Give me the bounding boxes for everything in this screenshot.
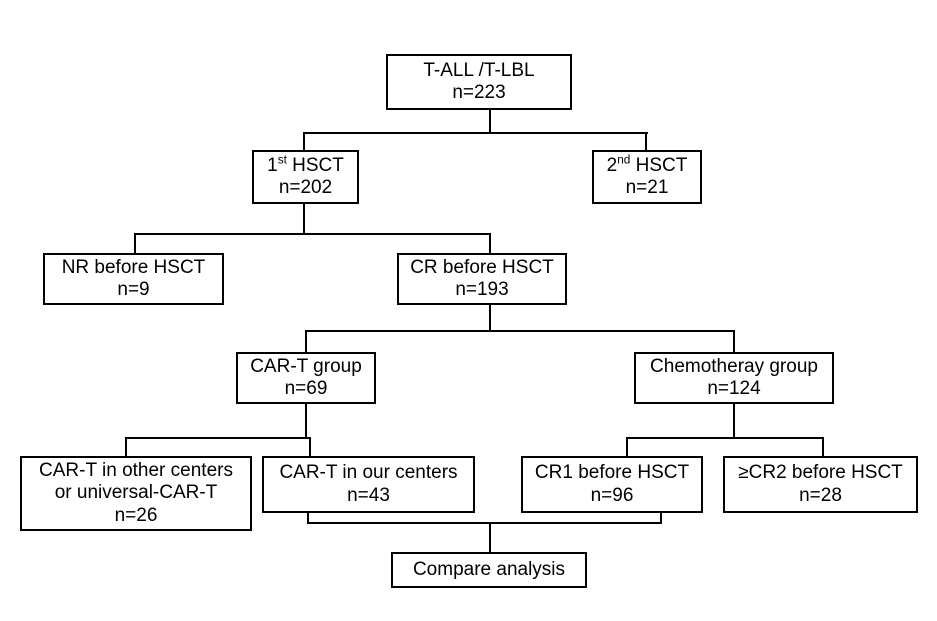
node-cart-other-line3: n=26 xyxy=(114,504,158,526)
node-cr2-before-line1: ≥CR2 before HSCT xyxy=(738,462,903,484)
node-cart-group-line1: CAR-T group xyxy=(250,355,362,377)
node-hsct1[interactable]: 1st HSCT n=202 xyxy=(252,150,359,204)
connector-to-hsct2 xyxy=(645,132,647,151)
connector-row2-bar xyxy=(303,132,648,134)
connector-to-compare xyxy=(489,522,491,553)
node-compare-analysis[interactable]: Compare analysis xyxy=(391,552,587,588)
node-root-line2: n=223 xyxy=(452,82,506,103)
connector-cr1-down xyxy=(660,512,662,524)
node-compare-line1: Compare analysis xyxy=(412,558,566,580)
node-cart-our-line2: n=43 xyxy=(347,484,390,506)
node-hsct1-line1: 1st HSCT xyxy=(267,153,344,176)
connector-to-hsct1 xyxy=(303,132,305,151)
connector-to-cr1-before xyxy=(626,437,628,457)
node-cart-our-centers[interactable]: CAR-T in our centers n=43 xyxy=(262,456,475,513)
node-nr-before-line2: n=9 xyxy=(117,279,150,300)
node-chemo-group-line1: Chemotheray group xyxy=(650,355,818,377)
connector-hsct1-stem xyxy=(303,203,305,234)
node-nr-before-hsct[interactable]: NR before HSCT n=9 xyxy=(43,253,224,305)
node-hsct2-line1: 2nd HSCT xyxy=(606,153,688,176)
node-root-line1: T-ALL /T-LBL xyxy=(423,59,535,81)
node-nr-before-line1: NR before HSCT xyxy=(61,256,206,278)
node-root[interactable]: T-ALL /T-LBL n=223 xyxy=(386,54,572,110)
connector-merge-bar xyxy=(307,522,662,524)
node-cr1-before-line1: CR1 before HSCT xyxy=(534,462,690,484)
node-hsct2[interactable]: 2nd HSCT n=21 xyxy=(592,150,702,204)
node-cr-before-line1: CR before HSCT xyxy=(410,256,554,278)
connector-to-nr-before xyxy=(134,233,136,254)
node-cr2-before-line2: n=28 xyxy=(799,484,842,506)
connector-chemo-group-stem xyxy=(733,403,735,438)
node-cr-before-line2: n=193 xyxy=(455,279,509,300)
connector-to-cr-before xyxy=(489,233,491,254)
connector-row3-bar xyxy=(134,233,490,235)
node-chemo-group[interactable]: Chemotheray group n=124 xyxy=(634,352,834,404)
node-cart-group-line2: n=69 xyxy=(284,378,328,399)
node-cart-other-centers[interactable]: CAR-T in other centers or universal-CAR-… xyxy=(20,456,252,531)
node-cart-other-line1: CAR-T in other centers xyxy=(39,459,233,481)
connector-cart-our-down xyxy=(307,512,309,524)
node-cr-before-hsct[interactable]: CR before HSCT n=193 xyxy=(397,253,567,305)
node-cr1-before-hsct[interactable]: CR1 before HSCT n=96 xyxy=(521,456,703,513)
connector-root-stem xyxy=(489,109,491,133)
node-cr1-before-line2: n=96 xyxy=(590,484,634,506)
node-hsct1-line2: n=202 xyxy=(278,177,333,198)
node-hsct2-line2: n=21 xyxy=(625,177,669,198)
connector-to-chemo-group xyxy=(733,330,735,353)
node-cart-our-line1: CAR-T in our centers xyxy=(279,462,458,484)
connector-row5-right-bar xyxy=(626,437,824,439)
connector-to-cart-other xyxy=(125,437,127,457)
connector-row5-left-bar xyxy=(125,437,311,439)
connector-to-cr2-before xyxy=(822,437,824,457)
connector-cart-group-stem xyxy=(305,403,307,438)
connector-to-cart-group xyxy=(305,330,307,353)
connector-row4-bar xyxy=(305,330,735,332)
node-cr2-before-hsct[interactable]: ≥CR2 before HSCT n=28 xyxy=(723,456,918,513)
node-cart-other-line2: or universal-CAR-T xyxy=(54,482,218,504)
connector-to-cart-our xyxy=(309,437,311,457)
node-cart-group[interactable]: CAR-T group n=69 xyxy=(236,352,376,404)
node-chemo-group-line2: n=124 xyxy=(707,378,761,399)
connector-cr-before-stem xyxy=(489,304,491,331)
